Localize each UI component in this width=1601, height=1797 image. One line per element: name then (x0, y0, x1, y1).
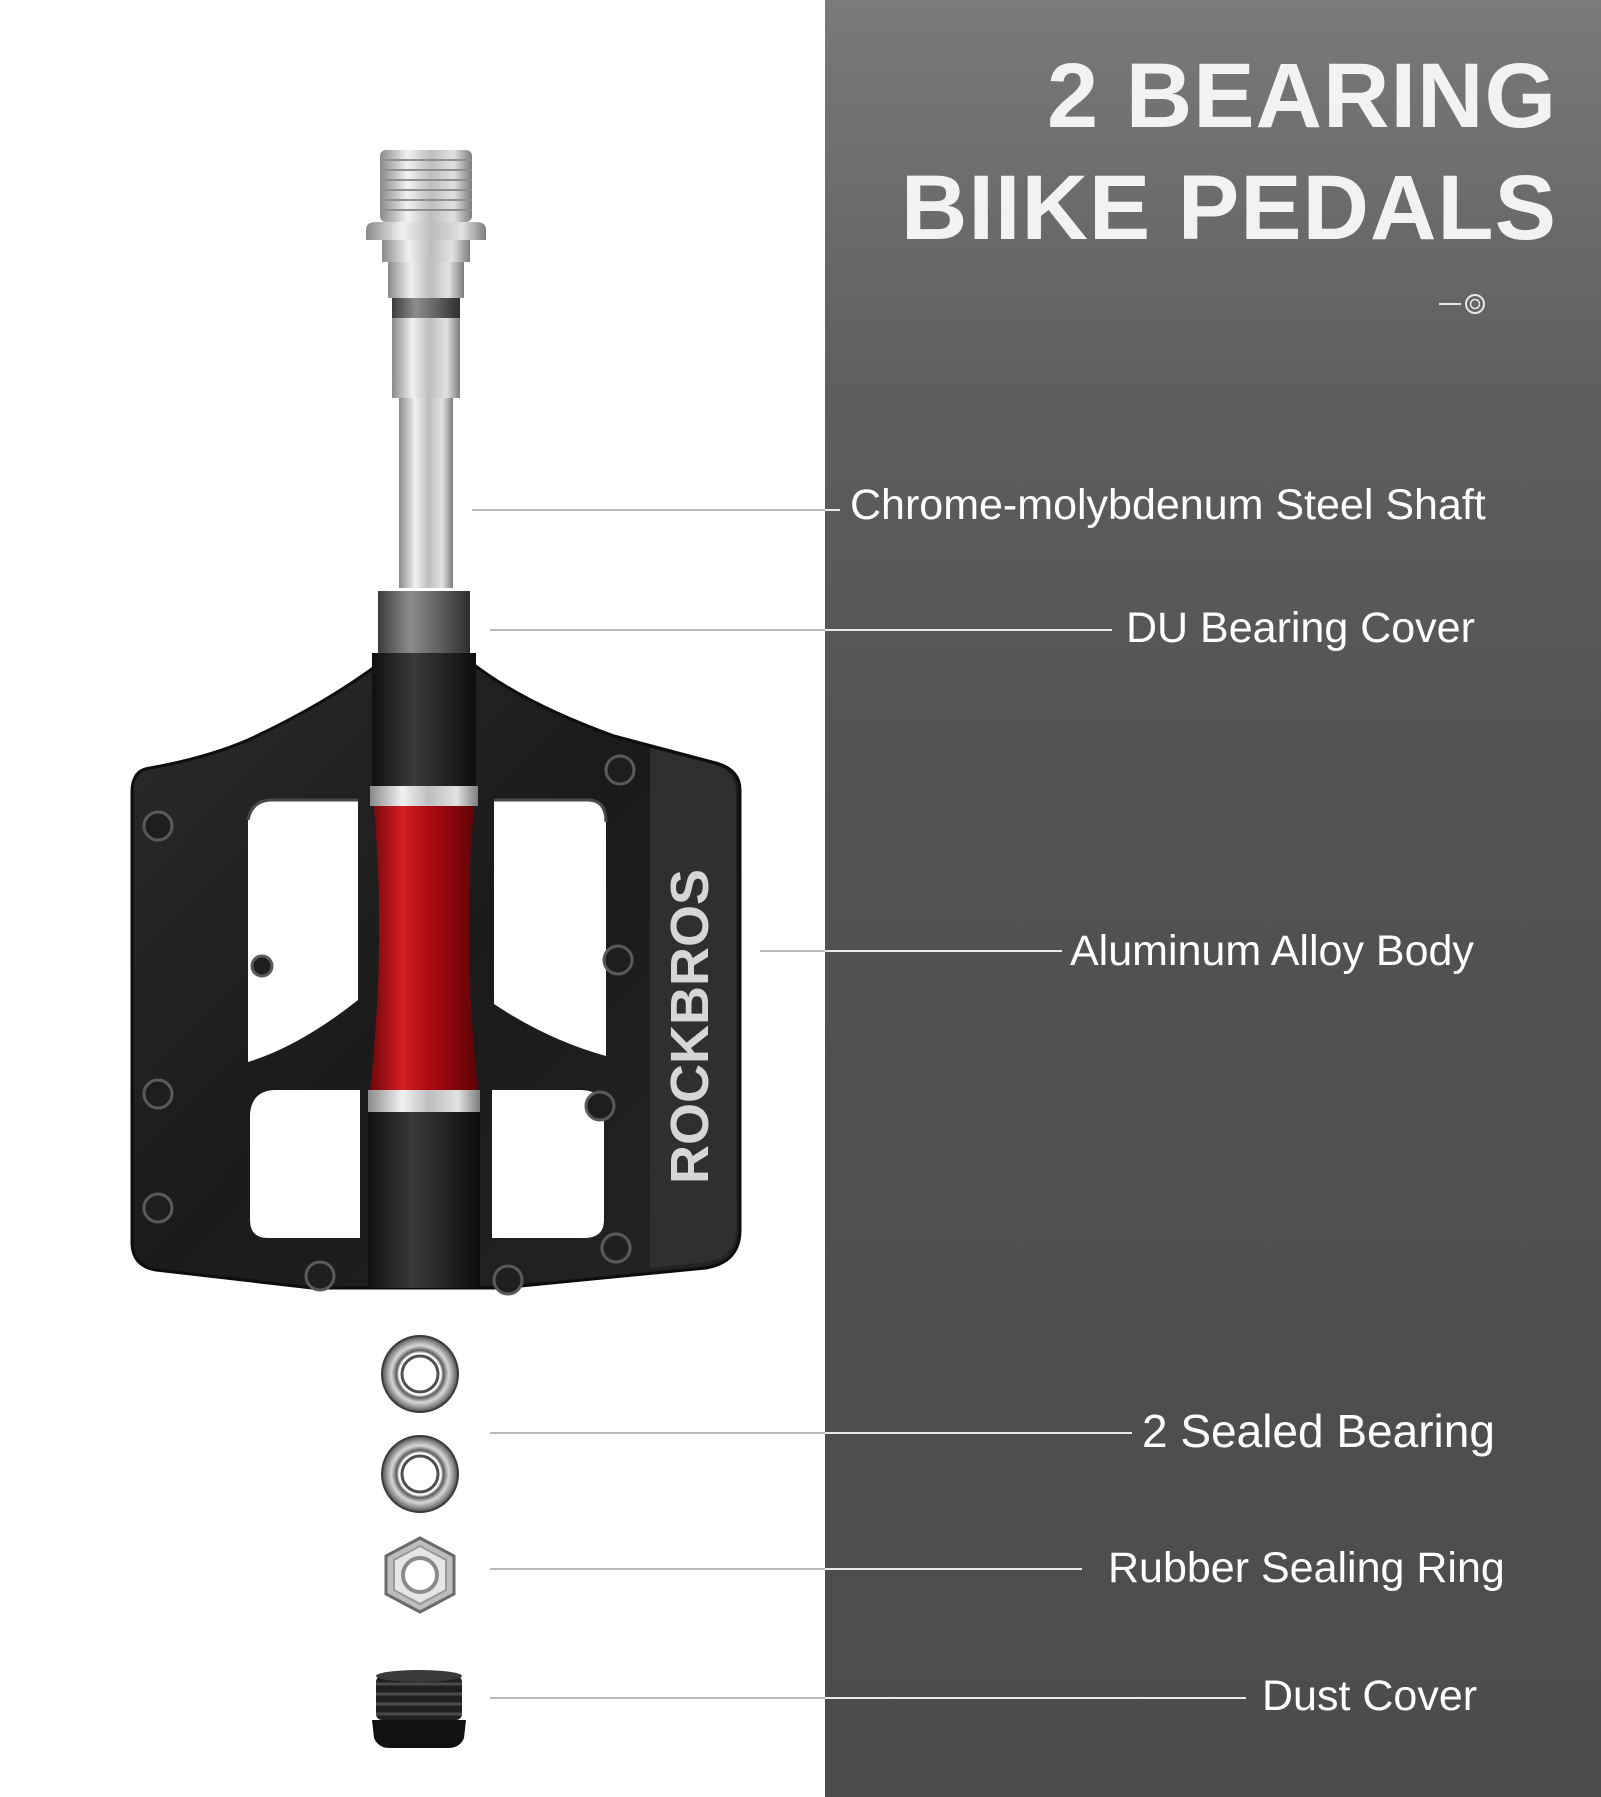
callout-leader-dust-cover (490, 1697, 1246, 1699)
callout-label-sealing-ring: Rubber Sealing Ring (1108, 1544, 1505, 1592)
pedal-exploded-view: ROCKBROS (130, 150, 742, 1748)
headline: 2 BEARING BIIKE PEDALS (901, 40, 1557, 264)
callout-label-dust-cover: Dust Cover (1262, 1672, 1478, 1720)
callout-label-bearing-cover: DU Bearing Cover (1126, 604, 1475, 652)
brand-logo: ROCKBROS (660, 869, 720, 1184)
callout-leader-sealed-bearing (490, 1432, 1132, 1434)
callout-leader-bearing-cover (490, 629, 1112, 631)
small-bearing-icon (1439, 294, 1485, 314)
sealing-ring (384, 1536, 456, 1614)
headline-line-2: BIIKE PEDALS (900, 157, 1557, 259)
dust-cover (372, 1670, 466, 1748)
callout-leader-sealing-ring (490, 1568, 1082, 1570)
callout-leader-shaft (472, 509, 840, 511)
callout-label-body: Aluminum Alloy Body (1070, 927, 1474, 975)
sealed-bearing-1 (381, 1335, 459, 1413)
steel-shaft (366, 150, 486, 588)
pedal-body (130, 653, 742, 1296)
headline-line-1: 2 BEARING (1047, 45, 1557, 147)
callout-leader-body (760, 950, 1062, 952)
bearing-cover (378, 591, 470, 653)
info-panel (825, 0, 1601, 1797)
callout-label-sealed-bearing: 2 Sealed Bearing (1142, 1405, 1495, 1457)
callout-label-shaft: Chrome-molybdenum Steel Shaft (850, 481, 1486, 529)
sealed-bearing-2 (381, 1435, 459, 1513)
